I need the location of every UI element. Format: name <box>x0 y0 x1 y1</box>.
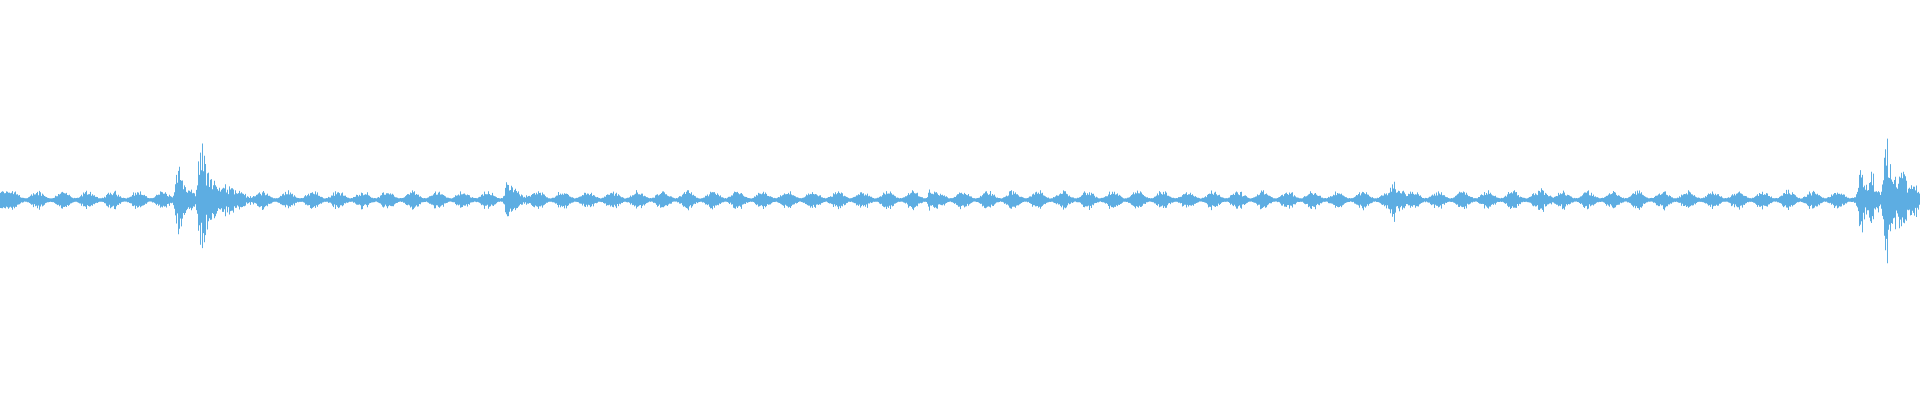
waveform-trace <box>0 138 1920 264</box>
